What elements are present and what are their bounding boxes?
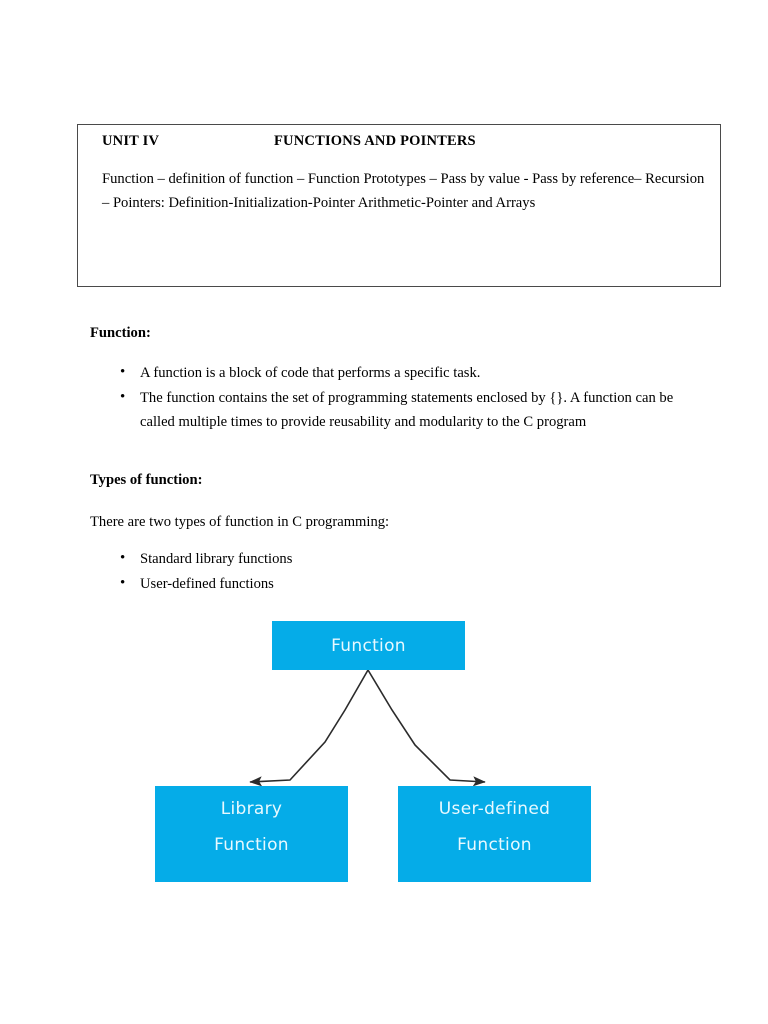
node-label-line-1: User-defined (438, 799, 551, 819)
list-item: Standard library functions (113, 546, 533, 572)
section-heading-types-of-function: Types of function: (90, 472, 203, 488)
diagram-node-user-defined-function: User-defined Function (398, 786, 591, 882)
diagram-node-function: Function (272, 621, 465, 670)
arrow-to-library-function (249, 669, 369, 787)
types-of-function-intro: There are two types of function in C pro… (90, 514, 390, 530)
types-bullet-list: Standard library functions User-defined … (113, 546, 533, 597)
list-item: The function contains the set of program… (113, 385, 678, 435)
list-item: User-defined functions (113, 571, 533, 597)
function-bullet-list: A function is a block of code that perfo… (113, 360, 678, 435)
section-heading-function: Function: (90, 325, 151, 341)
node-label-line-2: Function (457, 835, 532, 855)
syllabus-topics: Function – definition of function – Func… (102, 171, 705, 211)
node-label-line-1: Function (331, 635, 406, 656)
arrow-to-user-defined-function (367, 669, 486, 787)
syllabus-title-row: UNIT IV FUNCTIONS AND POINTERS (102, 133, 702, 150)
syllabus-unit-title: FUNCTIONS AND POINTERS (274, 133, 476, 149)
syllabus-unit-label: UNIT IV (102, 133, 160, 149)
diagram-node-library-function: Library Function (155, 786, 348, 882)
node-label-line-1: Library (220, 799, 283, 819)
list-item: A function is a block of code that perfo… (113, 360, 678, 386)
syllabus-box: UNIT IV FUNCTIONS AND POINTERS Function –… (77, 124, 721, 287)
diagram-connector-layer (249, 669, 486, 787)
node-label-line-2: Function (214, 835, 289, 855)
function-types-diagram: Function Library Function User-defined F… (140, 600, 620, 900)
